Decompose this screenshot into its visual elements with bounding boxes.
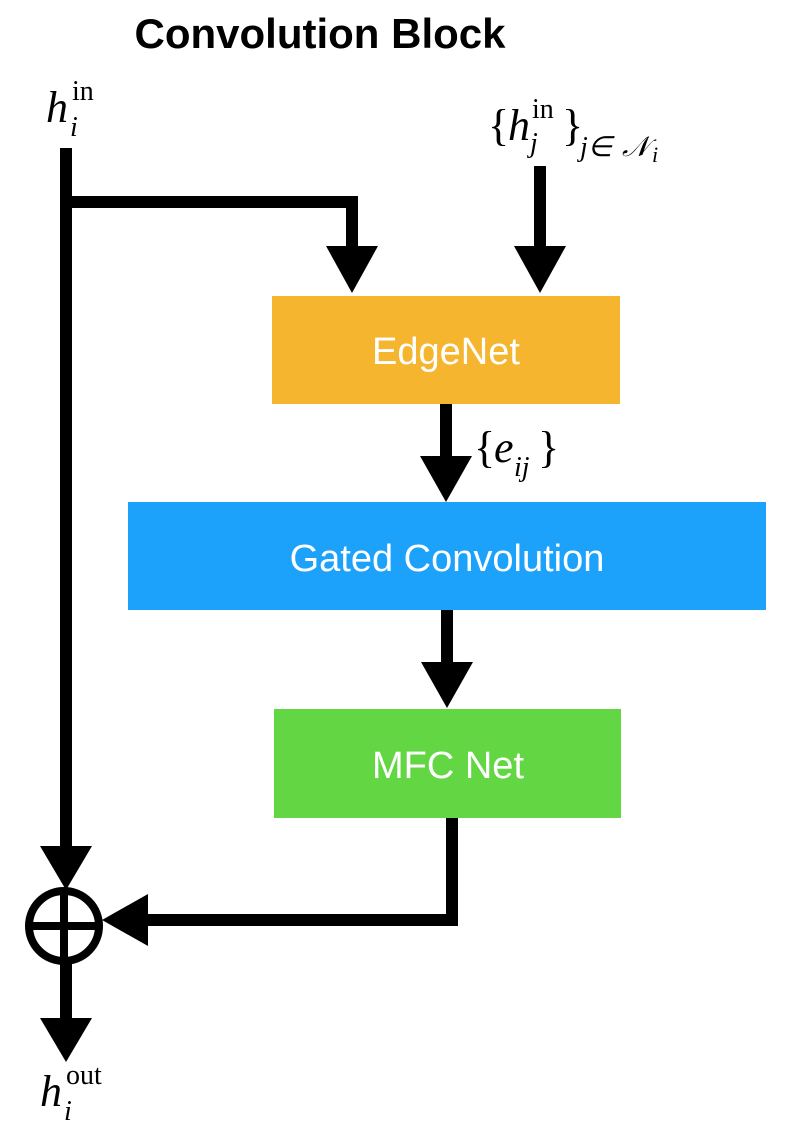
gated-convolution-box	[128, 502, 766, 610]
edgenet-label: EdgeNet	[372, 331, 520, 373]
gated-to-mfc-arrowhead	[421, 662, 473, 708]
edge-features-label: { e ij }	[474, 423, 559, 483]
input-self-label: h in i	[46, 76, 94, 143]
output-sub: i	[64, 1096, 72, 1127]
gated-convolution-block: Gated Convolution	[128, 502, 766, 610]
mfc-to-sum-line	[140, 818, 458, 926]
output-base: h	[40, 1067, 62, 1116]
mfc-net-box	[274, 709, 621, 818]
edge-close-brace: }	[538, 423, 559, 472]
neighbors-open-brace: {	[488, 101, 509, 150]
output-label: h out i	[40, 1060, 102, 1127]
neighbors-sub: j	[527, 128, 538, 159]
mfc-net-label: MFC Net	[372, 745, 524, 787]
edge-base: e	[494, 423, 514, 472]
input-self-base: h	[46, 83, 68, 132]
input-self-sub: i	[70, 112, 78, 143]
neighbors-index-set-sub: i	[652, 142, 658, 167]
input-neighbors-label: { h in j } j∈ 𝒩 i	[488, 94, 658, 167]
neighbors-sup: in	[532, 94, 554, 125]
skip-arrowhead	[40, 846, 92, 890]
self-to-edgenet-line	[60, 196, 358, 250]
neighbors-to-edgenet-arrowhead	[514, 246, 566, 293]
neighbors-close-brace: }	[562, 101, 583, 150]
mfc-net-block: MFC Net	[274, 709, 621, 818]
mfc-to-sum-arrowhead	[102, 894, 148, 946]
edgenet-block: EdgeNet	[272, 296, 620, 404]
svg-text:h out: h out	[40, 1060, 102, 1116]
self-to-edgenet-arrowhead	[326, 246, 378, 293]
diagram-title: Convolution Block	[135, 10, 507, 57]
edgenet-to-gated-arrowhead	[420, 456, 472, 502]
output-sup: out	[66, 1060, 102, 1091]
neighbors-index-prefix: j∈	[577, 132, 615, 163]
neighbors-base: h	[508, 101, 530, 150]
svg-text:h in: h in	[46, 76, 94, 132]
sum-node	[25, 887, 103, 965]
edge-open-brace: {	[474, 423, 495, 472]
edgenet-box	[272, 296, 620, 404]
input-self-sup: in	[72, 76, 94, 107]
edge-sub: ij	[514, 452, 530, 483]
output-arrowhead	[40, 1018, 92, 1062]
gated-convolution-label: Gated Convolution	[290, 538, 605, 580]
